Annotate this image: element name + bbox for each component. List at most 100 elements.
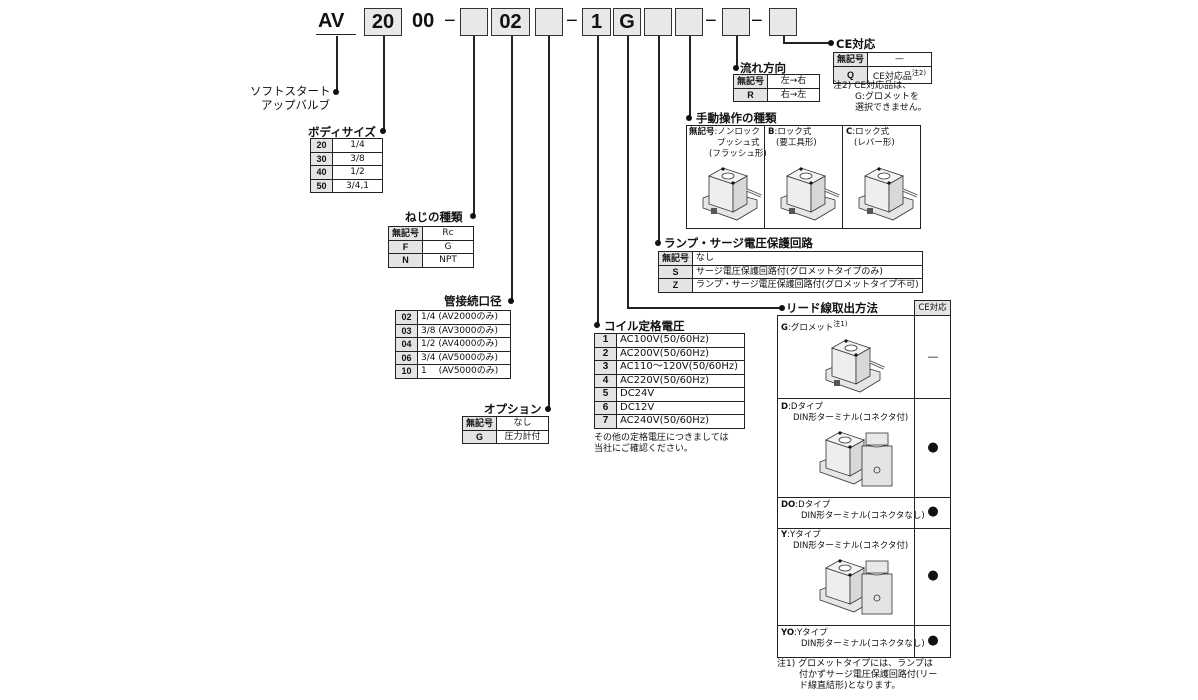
leader-dot (333, 89, 339, 95)
row-value: 1 (AV5000のみ) (417, 364, 511, 379)
row-value: AC240V(50/60Hz) (616, 414, 745, 429)
row-code: 4 (594, 373, 617, 388)
row-code: 30 (310, 151, 333, 166)
ce-note: 注2) CE対応品は、G:グロメットを選択できません。 (833, 81, 927, 113)
row-value: 1/2 (AV4000のみ) (417, 337, 511, 352)
option-title: オプション (484, 402, 542, 416)
ce-value: ● (927, 440, 939, 455)
row-value: Rc (422, 226, 474, 241)
leader-line (783, 36, 785, 43)
ce-value: — (927, 350, 939, 363)
code-fixed: 00 (412, 10, 435, 32)
table-row: 無記号なし (657, 251, 923, 266)
leader-dot (828, 40, 834, 46)
manual-title: 手動操作の種類 (696, 111, 777, 125)
row-value: サージ電圧保護回路付(グロメットタイプのみ) (692, 264, 923, 279)
row-code: 04 (395, 337, 418, 352)
ce-value: ● (927, 568, 939, 583)
row-code: 03 (395, 323, 418, 338)
row-code: 無記号 (461, 416, 498, 431)
coil-title: コイル定格電圧 (604, 319, 685, 333)
row-value: 1/2 (332, 165, 383, 180)
row-value: 圧力計付 (496, 429, 549, 444)
row-value: 3/4,1 (332, 178, 383, 193)
row-code: R (732, 87, 769, 102)
row-code: 6 (594, 400, 617, 415)
thread-title: ねじの種類 (405, 210, 463, 224)
row-value: DC24V (616, 387, 745, 402)
manual-item-b: B:ロック式(要工具形) (768, 127, 817, 148)
row-code: F (387, 239, 424, 254)
body-size-title: ボディサイズ (308, 125, 376, 139)
row-code: 10 (395, 364, 418, 379)
row-code: 06 (395, 350, 418, 365)
lead-row-g: G:グロメット注1) (781, 320, 848, 333)
manual-panel: 無記号:ノンロックプッシュ式(フラッシュ形) B:ロック式(要工具形) C:ロッ… (686, 125, 921, 229)
row-code: Q (832, 65, 869, 84)
leader-dot (655, 240, 661, 246)
code-box-lead: G (613, 8, 641, 36)
code-box-size: 20 (364, 8, 402, 36)
leader-line (511, 36, 513, 301)
code-box-lamp (644, 8, 672, 36)
row-code: 40 (310, 165, 333, 180)
leader-dot (508, 298, 514, 304)
code-box-option (535, 8, 563, 36)
prefix-underline (316, 34, 356, 35)
port-size-title: 管接続口径 (444, 294, 502, 308)
leader-line (627, 307, 782, 309)
lead-note: 注1) グロメットタイプには、ランプは付かずサージ電圧保護回路付(リード線直結形… (777, 659, 938, 691)
leader-line (548, 36, 550, 409)
row-code: 2 (594, 346, 617, 361)
leader-line (336, 36, 338, 92)
row-value: AC200V(50/60Hz) (616, 346, 745, 361)
row-code: 50 (310, 178, 333, 193)
lamp-title: ランプ・サージ電圧保護回路 (664, 236, 813, 250)
row-value: CE対応品注2) (867, 65, 932, 84)
valve-grommet-image (825, 339, 885, 393)
row-value: 3/8 (332, 151, 383, 166)
model-prefix: AV (318, 10, 345, 32)
leader-line (658, 36, 660, 243)
code-box-ce (769, 8, 797, 36)
valve-lock-tool-image (780, 167, 840, 221)
row-code: 02 (395, 310, 418, 325)
row-value: DC12V (616, 400, 745, 415)
leader-line (473, 36, 475, 216)
row-code: N (387, 253, 424, 268)
table-row: 無記号— (832, 52, 932, 67)
coil-note: その他の定格電圧につきましては当社にご確認ください。 (594, 433, 729, 454)
leader-line (689, 36, 691, 118)
leader-line (736, 36, 738, 68)
leader-line (783, 42, 831, 44)
row-value: なし (496, 416, 549, 431)
row-code: 1 (594, 333, 617, 348)
row-code: 無記号 (732, 74, 769, 89)
row-code: 無記号 (832, 52, 869, 67)
table-row: 無記号なし (461, 416, 549, 431)
row-code: 3 (594, 360, 617, 375)
code-box-flow (722, 8, 750, 36)
row-code: G (461, 429, 498, 444)
valve-d-type-image (819, 431, 893, 487)
